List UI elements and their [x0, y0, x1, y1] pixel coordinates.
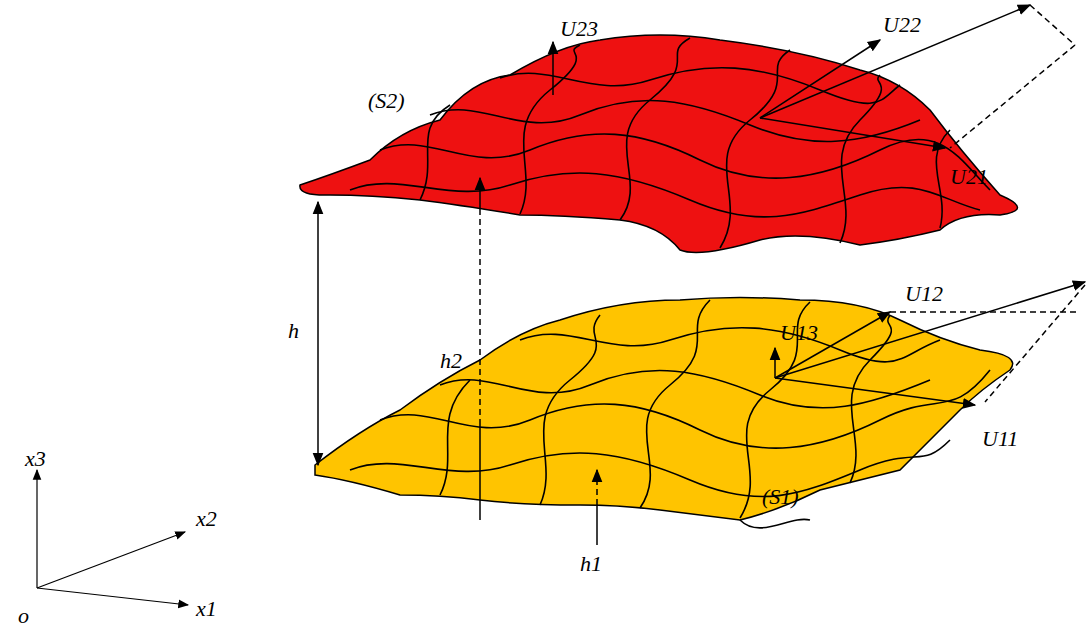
velocity-vectors — [553, 5, 1085, 405]
velocity-label: U21 — [950, 166, 988, 188]
surface-label: (S1) — [762, 486, 799, 508]
velocity-label: U13 — [780, 322, 818, 344]
surface-label: (S2) — [368, 90, 405, 112]
dimension-label: h — [288, 320, 299, 342]
velocity-label: U11 — [982, 428, 1018, 450]
surface-grid — [350, 38, 990, 248]
dimension-label: h2 — [440, 350, 462, 372]
axis-label: x2 — [196, 508, 217, 530]
velocity-label: U22 — [883, 14, 921, 36]
surface-s1 — [315, 298, 1013, 521]
velocity-label: U23 — [560, 18, 598, 40]
height-dimensions — [318, 178, 597, 545]
axis-label: x1 — [196, 598, 217, 620]
surface-grid — [350, 300, 990, 528]
velocity-label: U12 — [905, 283, 943, 305]
surface-s2 — [300, 35, 1018, 252]
origin-label: o — [18, 605, 29, 627]
coordinate-axes — [37, 470, 188, 605]
dimension-label: h1 — [580, 553, 602, 575]
axis-label: x3 — [25, 448, 46, 470]
